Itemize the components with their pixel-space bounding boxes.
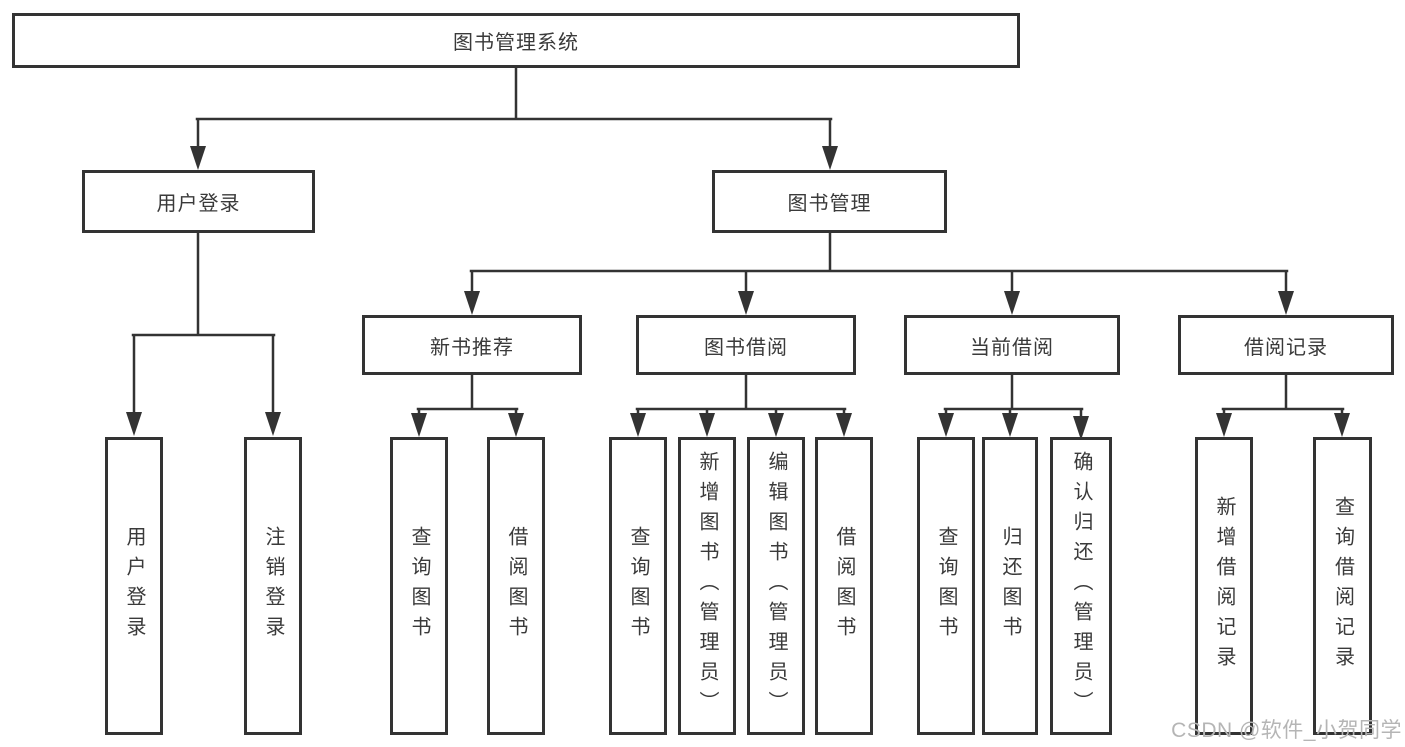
node-user-login-label: 用户登录 bbox=[156, 193, 241, 215]
leaf-confirm-return-admin-label: 确认归还（管理员） bbox=[1070, 451, 1092, 721]
node-user-login: 用户登录 bbox=[82, 170, 315, 233]
leaf-query-books-borrowing: 查询图书 bbox=[609, 437, 667, 735]
leaf-logout-login-label: 注销登录 bbox=[262, 526, 284, 646]
node-borrowing-records: 借阅记录 bbox=[1178, 315, 1394, 375]
leaf-user-login-label: 用户登录 bbox=[123, 526, 145, 646]
leaf-query-books-recommend: 查询图书 bbox=[390, 437, 448, 735]
csdn-watermark: CSDN @软件_小贺同学 bbox=[1171, 719, 1402, 742]
node-current-borrowing: 当前借阅 bbox=[904, 315, 1120, 375]
leaf-query-books-current-label: 查询图书 bbox=[935, 526, 957, 646]
leaf-add-borrow-record-label: 新增借阅记录 bbox=[1213, 496, 1235, 676]
leaf-edit-book-admin: 编辑图书（管理员） bbox=[747, 437, 805, 735]
leaf-borrow-books-recommend: 借阅图书 bbox=[487, 437, 545, 735]
node-book-borrowing-label: 图书借阅 bbox=[704, 336, 788, 359]
leaf-add-borrow-record: 新增借阅记录 bbox=[1195, 437, 1253, 735]
leaf-query-borrow-record-label: 查询借阅记录 bbox=[1331, 496, 1354, 676]
leaf-add-book-admin: 新增图书（管理员） bbox=[678, 437, 736, 735]
leaf-borrow-books-borrowing: 借阅图书 bbox=[815, 437, 873, 735]
node-new-book-recommend: 新书推荐 bbox=[362, 315, 582, 375]
leaf-add-book-admin-label: 新增图书（管理员） bbox=[696, 451, 718, 721]
node-book-borrowing: 图书借阅 bbox=[636, 315, 856, 375]
node-book-management: 图书管理 bbox=[712, 170, 947, 233]
node-borrowing-records-label: 借阅记录 bbox=[1244, 336, 1328, 359]
leaf-query-borrow-record: 查询借阅记录 bbox=[1313, 437, 1372, 735]
leaf-return-books: 归还图书 bbox=[982, 437, 1038, 735]
leaf-confirm-return-admin: 确认归还（管理员） bbox=[1050, 437, 1112, 735]
leaf-edit-book-admin-label: 编辑图书（管理员） bbox=[765, 451, 787, 721]
leaf-borrow-books-recommend-label: 借阅图书 bbox=[505, 526, 527, 646]
node-new-book-recommend-label: 新书推荐 bbox=[430, 336, 514, 359]
leaf-query-books-recommend-label: 查询图书 bbox=[408, 526, 430, 646]
node-book-management-label: 图书管理 bbox=[787, 193, 872, 215]
leaf-logout-login: 注销登录 bbox=[244, 437, 302, 735]
node-root: 图书管理系统 bbox=[12, 13, 1020, 68]
leaf-return-books-label: 归还图书 bbox=[999, 526, 1021, 646]
node-root-label: 图书管理系统 bbox=[453, 32, 579, 54]
leaf-user-login: 用户登录 bbox=[105, 437, 163, 735]
leaf-borrow-books-borrowing-label: 借阅图书 bbox=[833, 526, 855, 646]
leaf-query-books-borrowing-label: 查询图书 bbox=[627, 526, 649, 646]
leaf-query-books-current: 查询图书 bbox=[917, 437, 975, 735]
node-current-borrowing-label: 当前借阅 bbox=[970, 336, 1054, 359]
